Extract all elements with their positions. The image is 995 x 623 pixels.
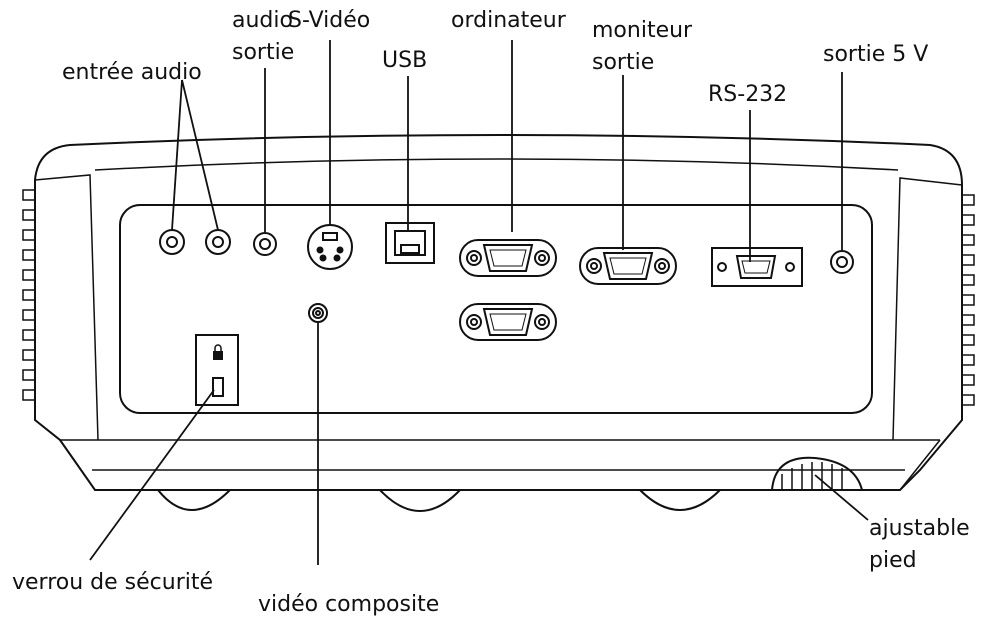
- rs232-port: [711, 247, 803, 287]
- label-monitor-line2: sortie: [592, 50, 655, 75]
- computer-vga-port-1: [459, 239, 557, 277]
- monitor-out-vga-port: [579, 247, 677, 285]
- out-5v-jack: [830, 250, 854, 274]
- label-audio-out-line2: sortie: [232, 40, 295, 65]
- audio-in-jack-2: [205, 229, 231, 255]
- label-svideo: S-Vidéo: [288, 8, 371, 33]
- connector-panel: [119, 204, 873, 414]
- usb-port: [385, 222, 435, 264]
- audio-in-jack-1: [159, 229, 185, 255]
- label-computer: ordinateur: [451, 8, 566, 33]
- left-vent: [22, 189, 35, 401]
- front-feet: [157, 489, 721, 512]
- label-foot-line2: pied: [869, 548, 917, 573]
- label-audio-out-line1: audio: [232, 8, 293, 33]
- label-security-lock: verrou de sécurité: [12, 570, 214, 595]
- label-out-5v: sortie 5 V: [823, 42, 929, 67]
- audio-out-jack: [253, 232, 277, 256]
- right-vent: [962, 194, 975, 406]
- computer-vga-port-2: [459, 303, 557, 341]
- label-audio-in: entrée audio: [62, 60, 202, 85]
- label-rs232: RS-232: [708, 82, 788, 107]
- label-foot-line1: ajustable: [869, 516, 970, 541]
- composite-video-jack: [308, 303, 328, 323]
- adjustable-foot: [771, 456, 863, 491]
- security-lock-slot: [195, 334, 239, 406]
- label-usb: USB: [382, 48, 428, 73]
- leader-lines: [89, 40, 869, 565]
- label-monitor-line1: moniteur: [592, 18, 693, 43]
- svideo-port: [307, 224, 353, 270]
- label-composite-video: vidéo composite: [258, 592, 440, 617]
